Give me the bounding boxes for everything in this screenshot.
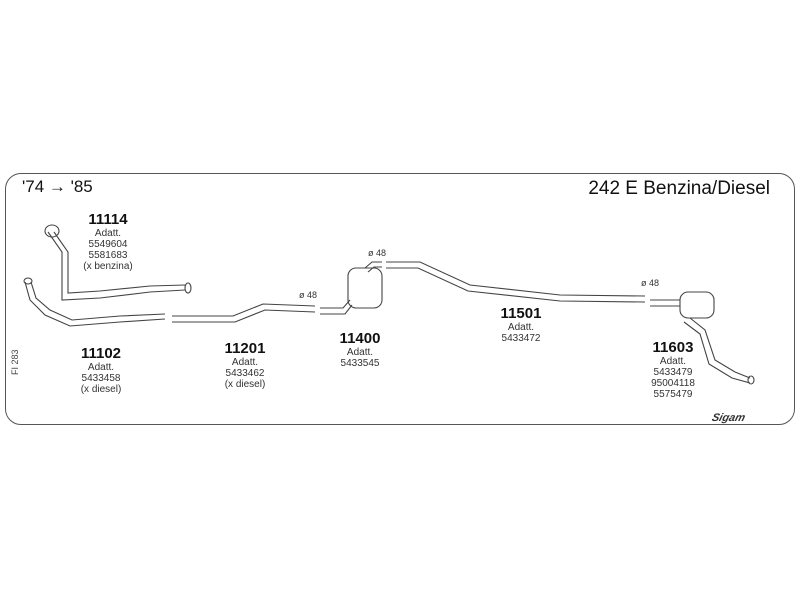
pipe-11114	[47, 231, 186, 301]
part-line: Adatt.	[231, 357, 259, 368]
part-line: 5433545	[340, 358, 380, 369]
model-title: 242 E Benzina/Diesel	[588, 178, 770, 199]
year-range: '74 → '85	[22, 177, 93, 196]
brand-logo: Sigam	[710, 412, 747, 424]
diameter-label: ø 48	[299, 290, 318, 300]
part-code: 11501	[500, 305, 542, 322]
diameter-label: ø 48	[368, 248, 387, 258]
flange-11114	[44, 224, 60, 238]
pipe-11400	[320, 304, 353, 315]
part-line: 5433472	[501, 333, 541, 344]
part-line: 5433458	[81, 373, 121, 384]
part-line: Adatt.	[507, 322, 535, 333]
part-line: (x benzina)	[83, 261, 133, 272]
part-line: 5433479	[653, 367, 693, 378]
pipe-11501	[386, 261, 646, 297]
part-label-11603: 11603 Adatt. 5433479 95004118 5575479	[651, 339, 695, 401]
pipe-11201	[172, 309, 316, 323]
part-code: 11114	[88, 211, 128, 228]
part-label-11400: 11400 Adatt. 5433545	[339, 330, 381, 370]
part-line: 5433462	[225, 368, 265, 379]
part-line: Adatt.	[87, 362, 115, 373]
part-code: 11102	[80, 345, 122, 362]
side-code: FI 283	[10, 349, 20, 375]
part-line: (x diesel)	[224, 379, 266, 390]
part-line: Adatt.	[659, 356, 687, 367]
diameter-label: ø 48	[641, 278, 660, 288]
part-code: 11201	[224, 340, 266, 357]
muffler-11400	[347, 267, 383, 309]
part-line: (x diesel)	[80, 384, 122, 395]
part-line: 5575479	[653, 389, 693, 400]
part-label-11201: 11201 Adatt. 5433462 (x diesel)	[224, 340, 266, 391]
part-line: 5549604	[88, 239, 128, 250]
part-code: 11400	[339, 330, 381, 347]
part-line: Adatt.	[94, 228, 122, 239]
pipe-11102	[24, 281, 166, 327]
part-code: 11603	[652, 339, 694, 356]
part-label-11102: 11102 Adatt. 5433458 (x diesel)	[80, 345, 122, 396]
part-label-11501: 11501 Adatt. 5433472	[500, 305, 542, 345]
diagram-frame	[5, 173, 795, 425]
part-line: 95004118	[651, 378, 695, 389]
part-line: Adatt.	[346, 347, 374, 358]
part-label-11114: 11114 Adatt. 5549604 5581683 (x benzina)	[83, 211, 133, 273]
part-line: 5581683	[88, 250, 128, 261]
muffler-11603	[679, 291, 715, 319]
